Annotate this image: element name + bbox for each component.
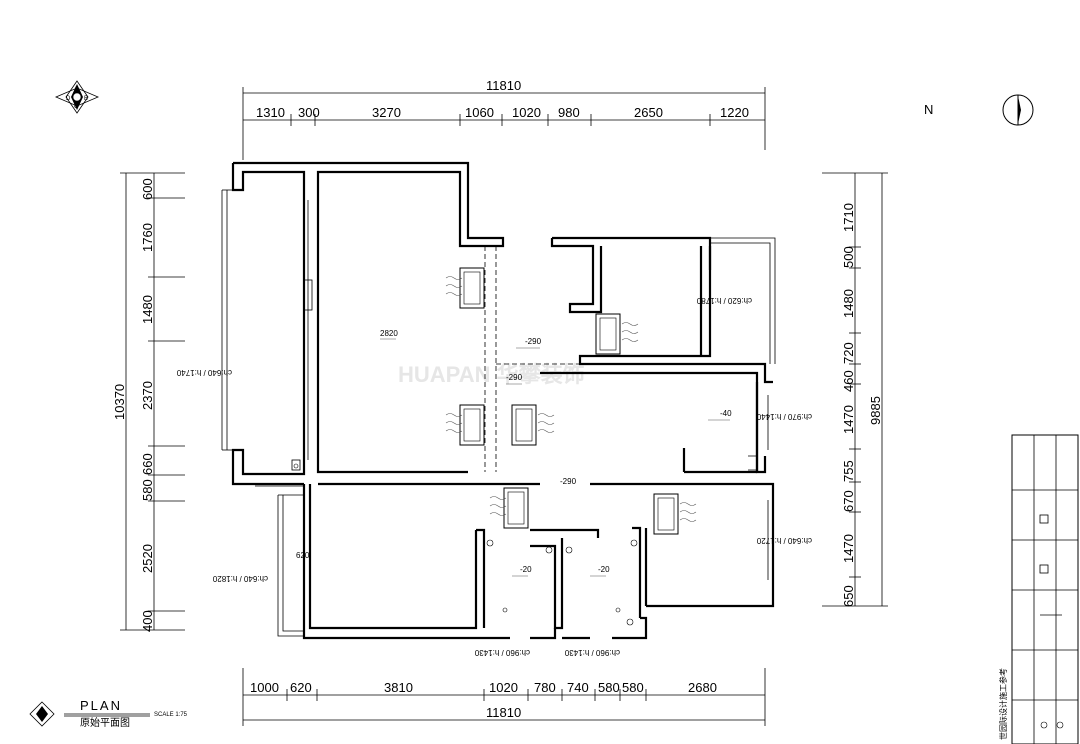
radiator-icon (445, 404, 485, 446)
level-bath-2: -20 (598, 565, 610, 574)
bottom-dimension-line: 1000 620 3810 1020 780 740 580 580 2680 … (242, 668, 766, 726)
right-dim-6: 1470 (841, 405, 856, 434)
top-dim-4: 1060 (465, 105, 494, 120)
right-dim-7: 755 (841, 460, 856, 482)
level-labels: 2820 -290 -290 -290 -40 -20 -20 620 (296, 329, 732, 577)
radiator-icon (489, 487, 529, 529)
left-balcony-window (221, 189, 313, 460)
note-room-se-window: ch:640 / h:1720 (756, 536, 812, 545)
bottom-dim-3: 3810 (384, 680, 413, 695)
bottom-dim-1: 1000 (250, 680, 279, 695)
left-dim-3: 1480 (140, 295, 155, 324)
plan-title: PLAN (80, 698, 122, 713)
note-room-right-window: ch:970 / h:1440 (756, 412, 812, 421)
left-dim-7: 2520 (140, 544, 155, 573)
plan-scale: SCALE 1:75 (154, 712, 188, 718)
left-dim-2: 1760 (140, 223, 155, 252)
note-bath-1-window: ch:960 / h:1430 (474, 648, 530, 657)
note-balcony-window: ch:640 / h:1820 (212, 574, 268, 583)
plan-subtitle: 原始平面图 (80, 716, 130, 729)
top-dim-2: 300 (298, 105, 320, 120)
north-arrow-icon (1002, 94, 1034, 126)
left-dim-8: 400 (140, 610, 155, 632)
bottom-dim-2: 620 (290, 680, 312, 695)
level-room-right: -40 (720, 409, 732, 418)
left-total-dimension: 10370 (112, 384, 127, 420)
right-dim-2: 500 (841, 246, 856, 268)
bottom-dim-7: 580 (598, 680, 620, 695)
top-dimension-line: 11810 1310 300 3270 1060 1020 980 2650 1… (242, 78, 766, 160)
compass-rose-icon: AD BC (54, 80, 100, 114)
right-dim-1: 1710 (841, 203, 856, 232)
bottom-dim-9: 2680 (688, 680, 717, 695)
title-block-company: 世园际设计施工参考 (998, 668, 1008, 740)
left-dim-4: 2370 (140, 381, 155, 410)
note-left-window: ch:640 / h:1740 (176, 368, 232, 377)
svg-text:D: D (66, 96, 71, 102)
top-dim-3: 3270 (372, 105, 401, 120)
right-dim-3: 1480 (841, 289, 856, 318)
right-dim-9: 1470 (841, 534, 856, 563)
bottom-left-balcony (255, 459, 305, 637)
level-hall-3: -290 (560, 477, 577, 486)
level-hall-2: -290 (506, 373, 523, 382)
radiator-icon (595, 313, 639, 355)
level-living: 2820 (380, 329, 398, 338)
right-dim-10: 650 (841, 585, 856, 607)
note-bath-2-window: ch:960 / h:1430 (564, 648, 620, 657)
bottom-dim-5: 780 (534, 680, 556, 695)
svg-text:A: A (74, 87, 78, 93)
right-dim-8: 670 (841, 490, 856, 512)
bottom-dim-6: 740 (567, 680, 589, 695)
window-notes: ch:640 / h:1740 ch:620 / h:1780 ch:970 /… (176, 296, 812, 657)
right-total-dimension: 9885 (868, 396, 883, 425)
left-dim-1: 600 (140, 178, 155, 200)
right-dimension-line: 9885 1710 500 1480 720 460 1470 755 670 … (822, 172, 888, 607)
level-bath-1: -20 (520, 565, 532, 574)
left-dimension-line: 10370 600 1760 1480 2370 660 580 2520 40… (112, 172, 185, 632)
plan-title-block: PLAN 原始平面图 SCALE 1:75 (29, 698, 188, 729)
top-total-dimension: 11810 (486, 78, 521, 93)
right-windows (748, 395, 769, 580)
radiator-icon (445, 267, 485, 309)
top-dim-7: 2650 (634, 105, 663, 120)
level-hall-1: -290 (525, 337, 542, 346)
right-dim-5: 460 (841, 370, 856, 392)
watermark: HUAPAN 华攀装饰 (398, 362, 585, 387)
bottom-dim-8: 580 (622, 680, 644, 695)
radiator-icon (511, 404, 555, 446)
note-room-ne-window: ch:620 / h:1780 (696, 296, 752, 305)
floor-drain-icons (293, 463, 638, 626)
top-dim-6: 980 (558, 105, 580, 120)
radiator-icon (653, 493, 697, 535)
drawing-title-block: 世园际设计施工参考 (998, 434, 1079, 744)
top-dim-8: 1220 (720, 105, 749, 120)
left-dim-6: 580 (140, 479, 155, 501)
bottom-dim-4: 1020 (489, 680, 518, 695)
svg-text:C: C (74, 104, 79, 110)
svg-text:B: B (84, 96, 88, 102)
north-label: N (924, 102, 933, 117)
walls (231, 161, 775, 640)
level-balcony: 620 (296, 551, 310, 560)
upper-right-balcony (710, 237, 776, 364)
right-dim-4: 720 (841, 342, 856, 364)
bottom-total-dimension: 11810 (486, 705, 521, 720)
top-dim-1: 1310 (256, 105, 285, 120)
left-dim-5: 660 (140, 453, 155, 475)
top-dim-5: 1020 (512, 105, 541, 120)
